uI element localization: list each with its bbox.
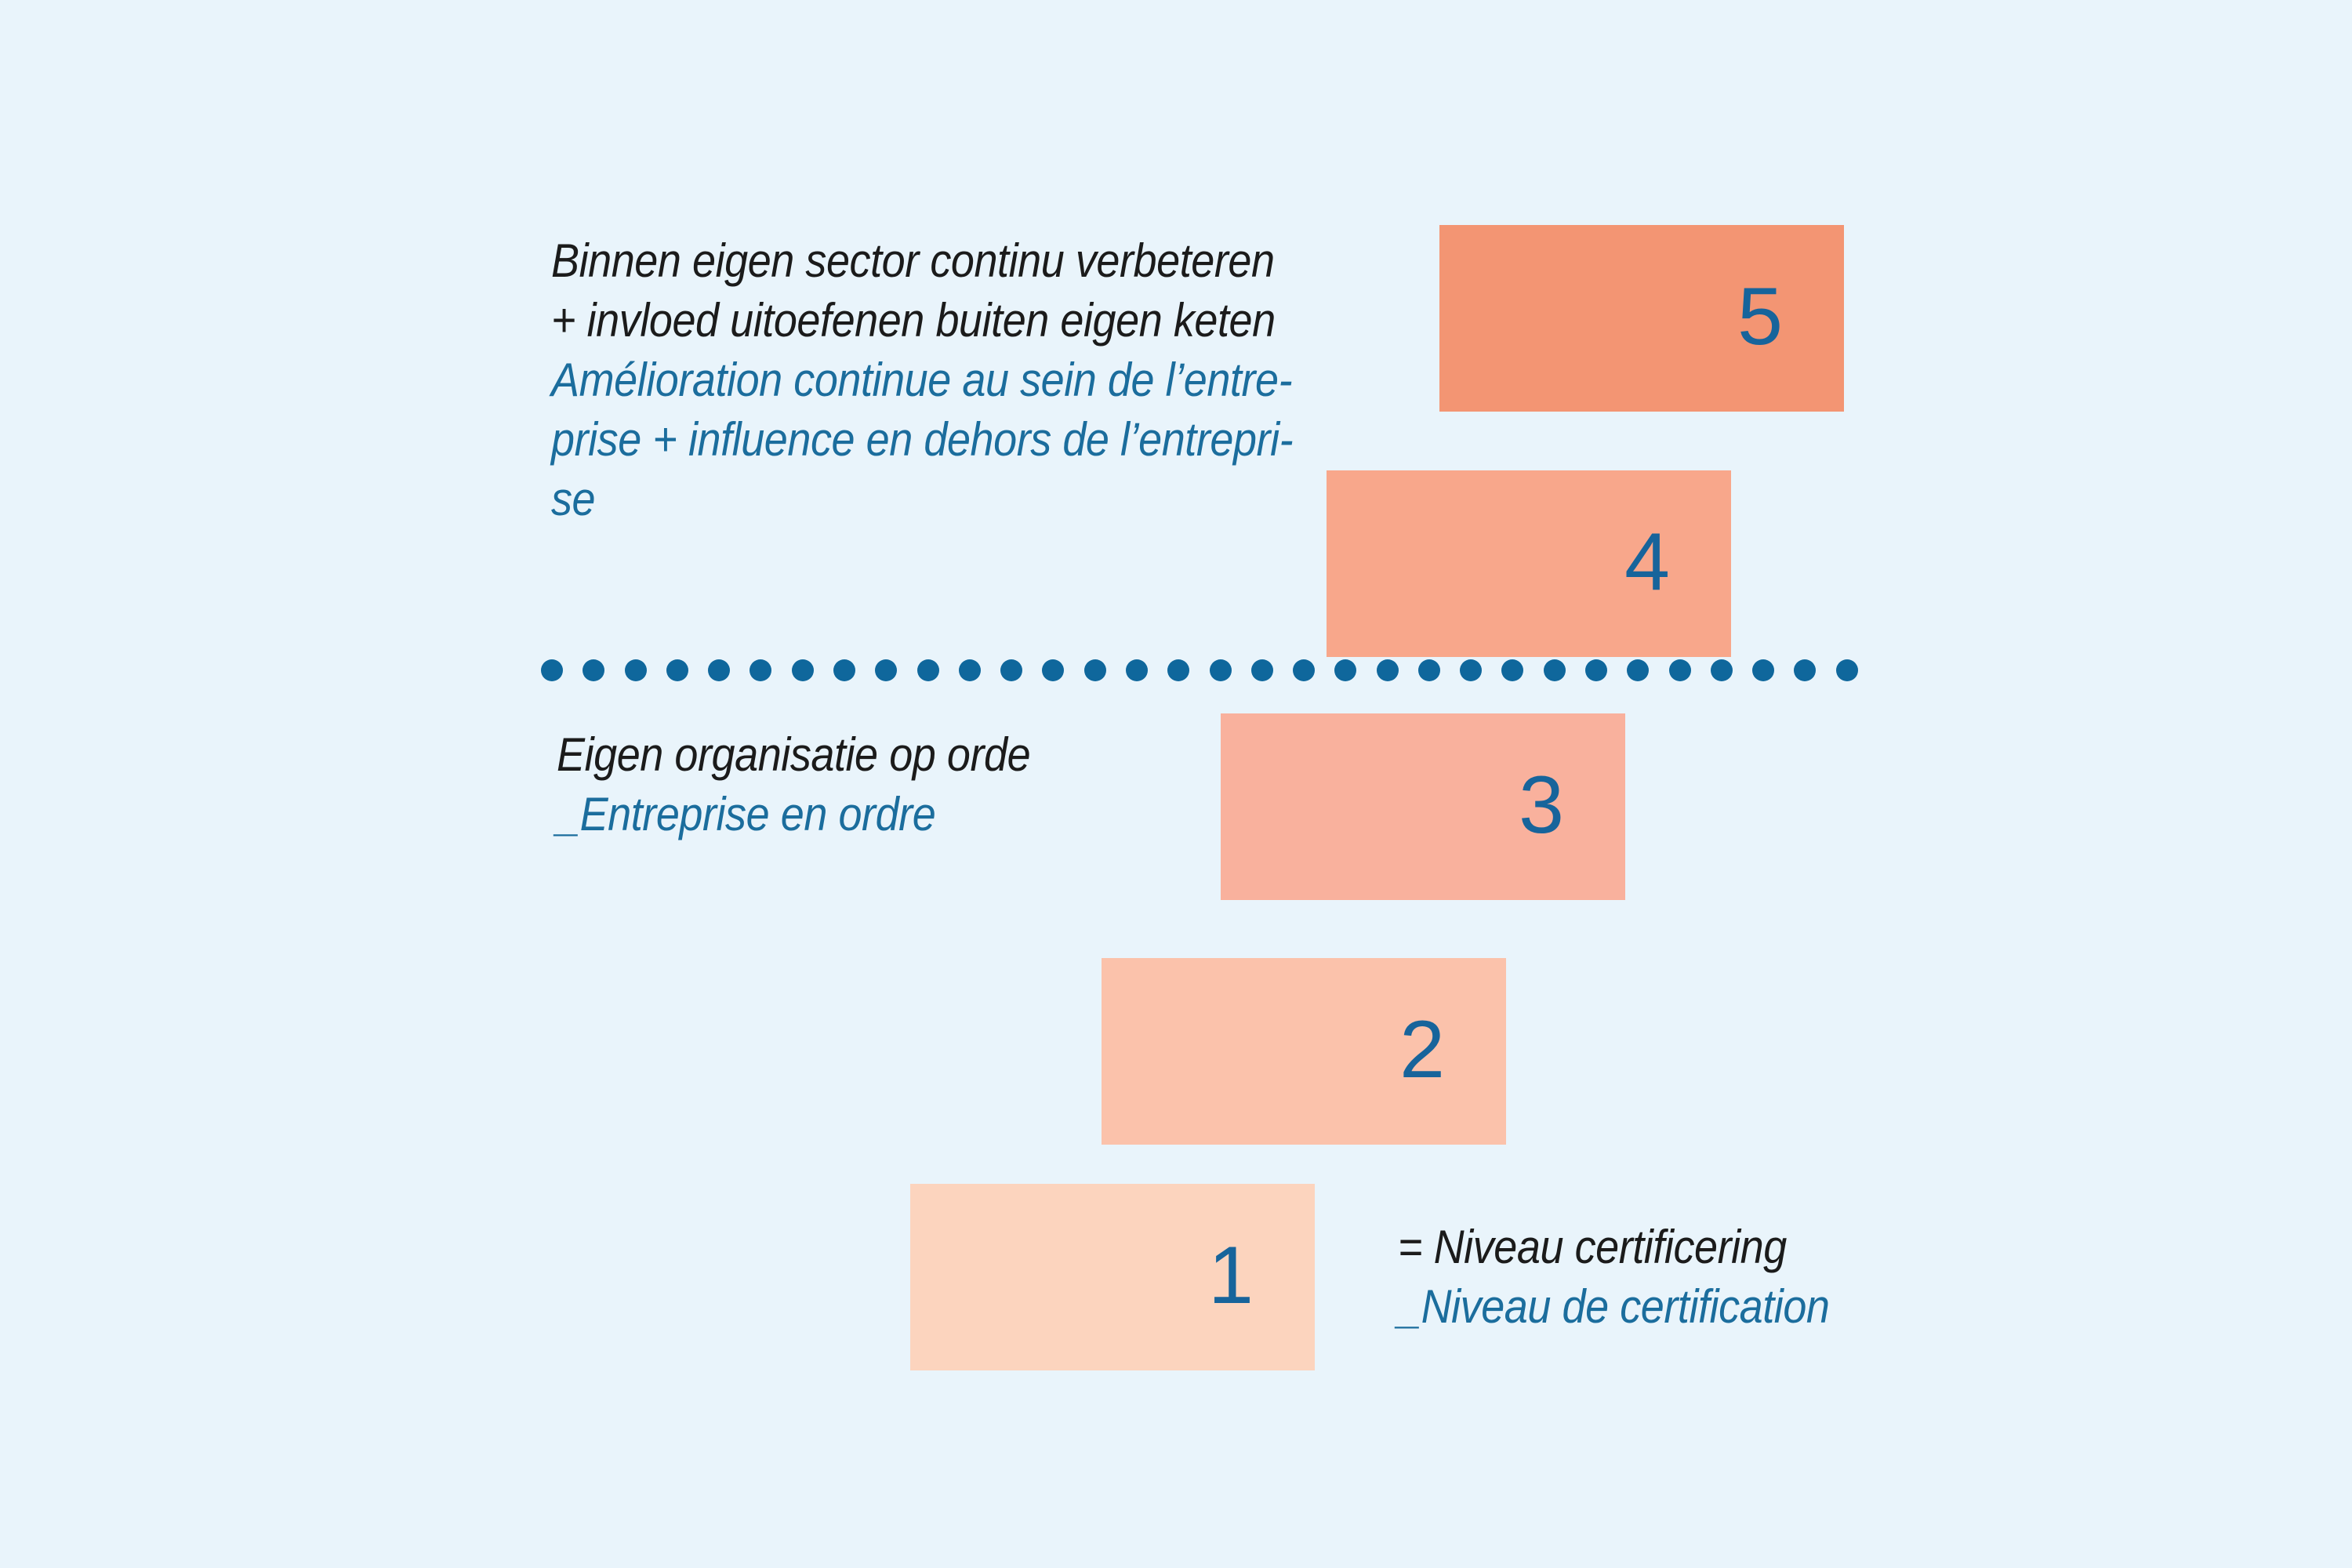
level-bar-5: 5	[1439, 225, 1844, 412]
divider-dot	[958, 659, 981, 681]
divider-dot	[1083, 659, 1106, 681]
divider-dot	[1627, 659, 1650, 681]
divider-dot	[1417, 659, 1440, 681]
level-number-2: 2	[1399, 1004, 1445, 1095]
divider-dot	[1585, 659, 1608, 681]
middle-description-dutch: Eigen organisatie op orde	[557, 728, 1031, 781]
divider-dot	[1501, 659, 1524, 681]
level-number-1: 1	[1208, 1229, 1254, 1321]
divider-dot	[624, 659, 647, 681]
divider-dot	[1752, 659, 1775, 681]
level-number-4: 4	[1624, 516, 1670, 608]
divider-dot	[833, 659, 855, 681]
upper-description-french-line2: prise + influence en dehors de l’entrepr…	[551, 413, 1294, 466]
divider-dot	[1250, 659, 1273, 681]
legend-dutch: = Niveau certificering	[1398, 1221, 1787, 1273]
middle-level-description: Eigen organisatie op orde _Entreprise en…	[557, 725, 1031, 844]
divider-dot	[1209, 659, 1232, 681]
level-bar-2: 2	[1102, 958, 1506, 1145]
level-bar-4: 4	[1327, 470, 1731, 657]
upper-description-dutch-line2: + invloed uitoefenen buiten eigen keten	[551, 294, 1276, 347]
divider-dot	[750, 659, 772, 681]
divider-dot	[1460, 659, 1483, 681]
divider-dotted-line	[541, 659, 1858, 681]
legend: = Niveau certificering _Niveau de certif…	[1398, 1218, 1830, 1337]
divider-dot	[1167, 659, 1190, 681]
level-bar-1: 1	[910, 1184, 1315, 1370]
divider-dot	[1042, 659, 1065, 681]
upper-description-french-line1: Amélioration continue au sein de l’entre…	[551, 354, 1293, 406]
divider-dot	[708, 659, 731, 681]
upper-level-description: Binnen eigen sector continu verbeteren +…	[551, 231, 1294, 529]
level-number-3: 3	[1519, 759, 1564, 851]
divider-dot	[1543, 659, 1566, 681]
divider-dot	[1794, 659, 1817, 681]
level-number-5: 5	[1737, 270, 1783, 362]
divider-dot	[916, 659, 939, 681]
legend-french: _Niveau de certification	[1398, 1280, 1830, 1333]
divider-dot	[1710, 659, 1733, 681]
upper-description-dutch-line1: Binnen eigen sector continu verbeteren	[551, 234, 1275, 287]
upper-description-french-line3: se	[551, 473, 596, 525]
middle-description-french: _Entreprise en ordre	[557, 788, 936, 840]
divider-dot	[1668, 659, 1691, 681]
divider-dot	[791, 659, 814, 681]
divider-dot	[1376, 659, 1399, 681]
divider-dot	[583, 659, 605, 681]
level-bar-3: 3	[1221, 713, 1625, 900]
divider-dot	[666, 659, 688, 681]
divider-dot	[541, 659, 563, 681]
divider-dot	[1000, 659, 1023, 681]
divider-dot	[1334, 659, 1357, 681]
divider-dot	[1125, 659, 1148, 681]
divider-dot	[1293, 659, 1316, 681]
divider-dot	[1835, 659, 1858, 681]
divider-dot	[875, 659, 898, 681]
